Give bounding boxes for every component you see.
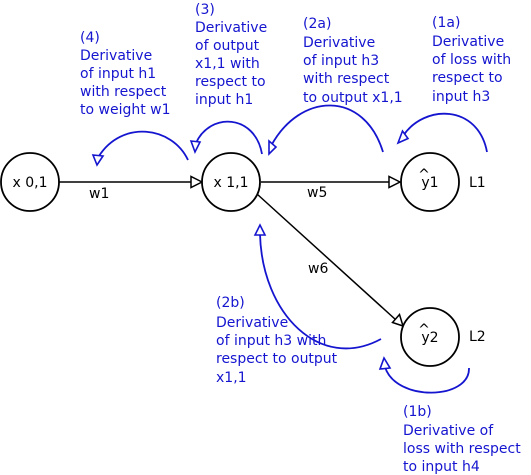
edge-x11-y2 — [256, 193, 397, 321]
edge-x11-y1-arrowhead — [388, 175, 402, 189]
arc-4 — [98, 130, 189, 161]
node-y1: y1 ^ — [400, 152, 460, 212]
node-y2: y2 ^ — [400, 307, 460, 367]
loss-label-l2: L2 — [469, 329, 486, 345]
edge-x01-x11-arrowhead — [190, 175, 204, 189]
annotation-1b: (1b) Derivative of loss with respect to … — [403, 404, 525, 475]
annotation-3: (3) Derivative of output x1,1 with respe… — [195, 2, 272, 108]
node-x01-label: x 0,1 — [13, 175, 48, 191]
node-y1-label: y1 — [421, 175, 438, 191]
weight-label-w5: w5 — [307, 185, 327, 201]
weight-label-w1: w1 — [89, 186, 109, 202]
edge-x11-y2-arrowhead — [391, 312, 405, 328]
annotation-4: (4) Derivative of input h1 with respect … — [80, 30, 171, 118]
arc-2b — [259, 233, 382, 350]
annotation-2b: (2b) Derivative of input h3 with respect… — [216, 295, 342, 386]
forward-edges — [59, 175, 405, 328]
backward-arrowheads — [91, 129, 410, 370]
arc-1a — [402, 112, 488, 153]
annotation-1a: (1a) Derivative of loss with respect to … — [432, 15, 516, 105]
arc-1b-arrowhead — [378, 356, 392, 370]
arc-3-arrowhead — [189, 140, 202, 155]
arc-3 — [195, 120, 263, 155]
arc-2a-arrowhead — [268, 139, 278, 156]
arc-1b — [384, 366, 470, 394]
arc-2b-arrowhead — [253, 223, 267, 236]
node-x11-label: x 1,1 — [214, 175, 249, 191]
node-y2-hat: ^ — [418, 322, 430, 338]
node-x11: x 1,1 — [201, 152, 261, 212]
loss-label-l1: L1 — [469, 175, 486, 191]
node-y2-label: y2 — [421, 330, 438, 346]
node-x01: x 0,1 — [0, 152, 60, 212]
annotation-2a: (2a) Derivative of input h3 with respect… — [303, 16, 403, 106]
arc-1a-arrowhead — [396, 129, 410, 145]
arc-2a — [270, 104, 384, 153]
node-y1-hat: ^ — [418, 167, 430, 183]
weight-label-w6: w6 — [308, 261, 328, 277]
arc-4-arrowhead — [91, 154, 105, 167]
backward-arcs — [98, 104, 488, 394]
